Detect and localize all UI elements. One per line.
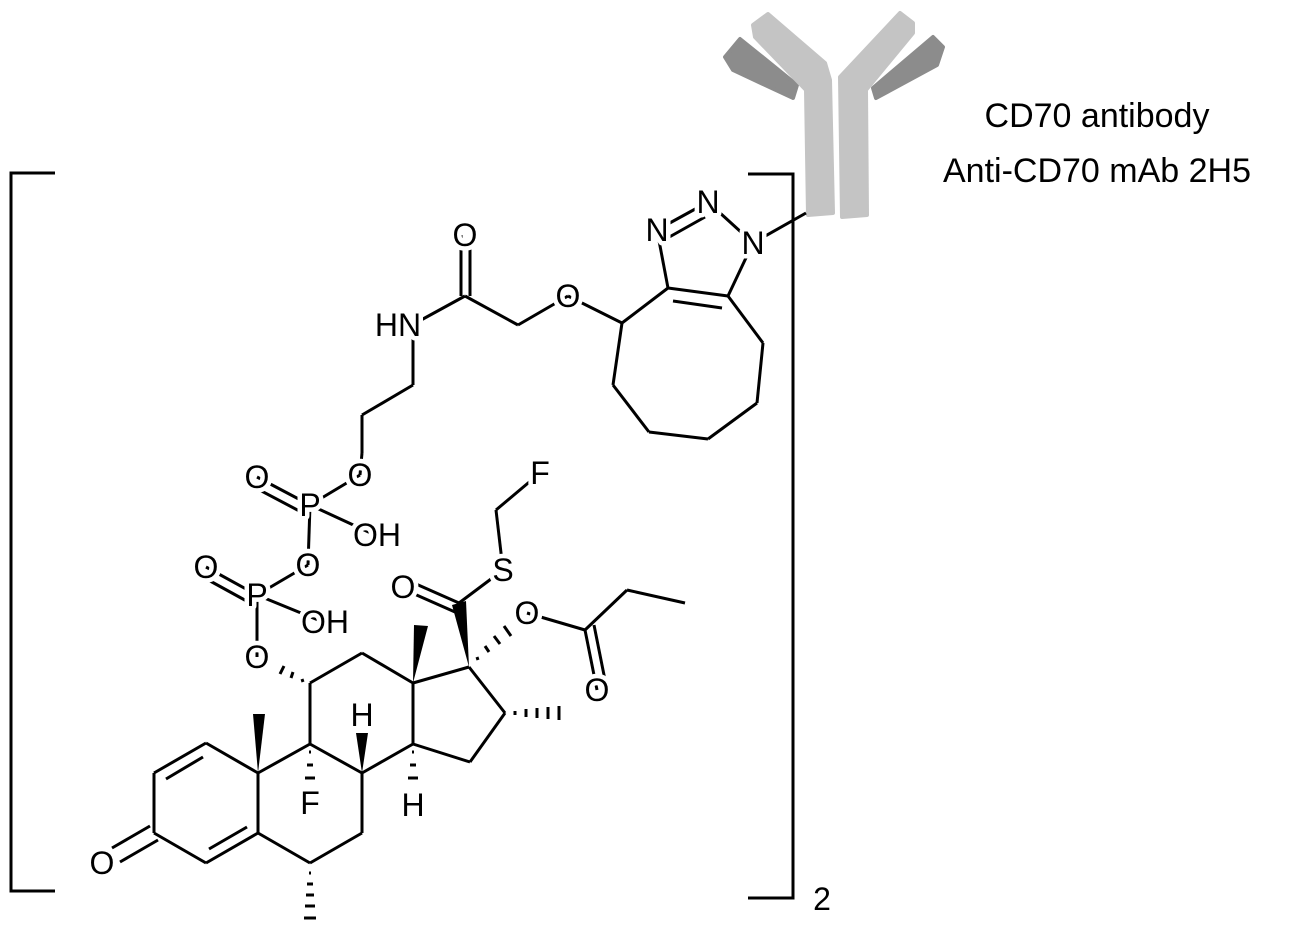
antibody-clone-name: Anti-CD70 mAb 2H5 [943, 152, 1251, 190]
atom-o-17: O [515, 595, 540, 631]
atom-n1: N [741, 225, 764, 261]
antibody-icon [723, 11, 945, 219]
stereo-hashes [278, 625, 561, 920]
atom-o-upper-ester: O [348, 457, 373, 493]
antibody-name: CD70 antibody [985, 97, 1210, 135]
atom-f-fluoromethyl: F [530, 455, 550, 491]
atom-labels: O F H H O P O OH O P O OH O HN O O N N N… [85, 180, 769, 886]
atom-n3: N [645, 212, 668, 248]
atom-o-11: O [245, 639, 270, 675]
atom-o-upper-double: O [245, 459, 270, 495]
atom-s: S [492, 552, 513, 588]
atom-oh-lower: OH [301, 604, 349, 640]
antibody-heavy-chain-left [751, 12, 835, 217]
atom-o-thioester: O [391, 569, 416, 605]
atom-oh-upper: OH [353, 517, 401, 553]
atom-h-8: H [350, 697, 373, 733]
atom-o-amide: O [453, 217, 478, 253]
stereo-wedges [253, 601, 469, 773]
atom-o-lower-double: O [194, 549, 219, 585]
atom-hn-amide: HN [375, 307, 421, 343]
repeat-bracket-right [748, 172, 795, 900]
atom-n2: N [696, 184, 719, 220]
atom-o-bridge: O [296, 547, 321, 583]
atom-p-upper: P [299, 487, 320, 523]
antibody-light-chain-left [723, 37, 799, 100]
antibody-heavy-chain-right [838, 11, 915, 219]
atom-p-lower: P [246, 577, 267, 613]
atom-o-ketone: O [90, 845, 115, 881]
atom-f-9: F [300, 785, 320, 821]
antibody-light-chain-right [871, 35, 945, 100]
atom-o-propionate: O [585, 672, 610, 708]
atom-o-ether: O [556, 278, 581, 314]
atom-h-14: H [401, 787, 424, 823]
bonds [111, 200, 807, 865]
repeat-count: 2 [813, 881, 831, 917]
repeat-bracket-left [9, 171, 55, 893]
